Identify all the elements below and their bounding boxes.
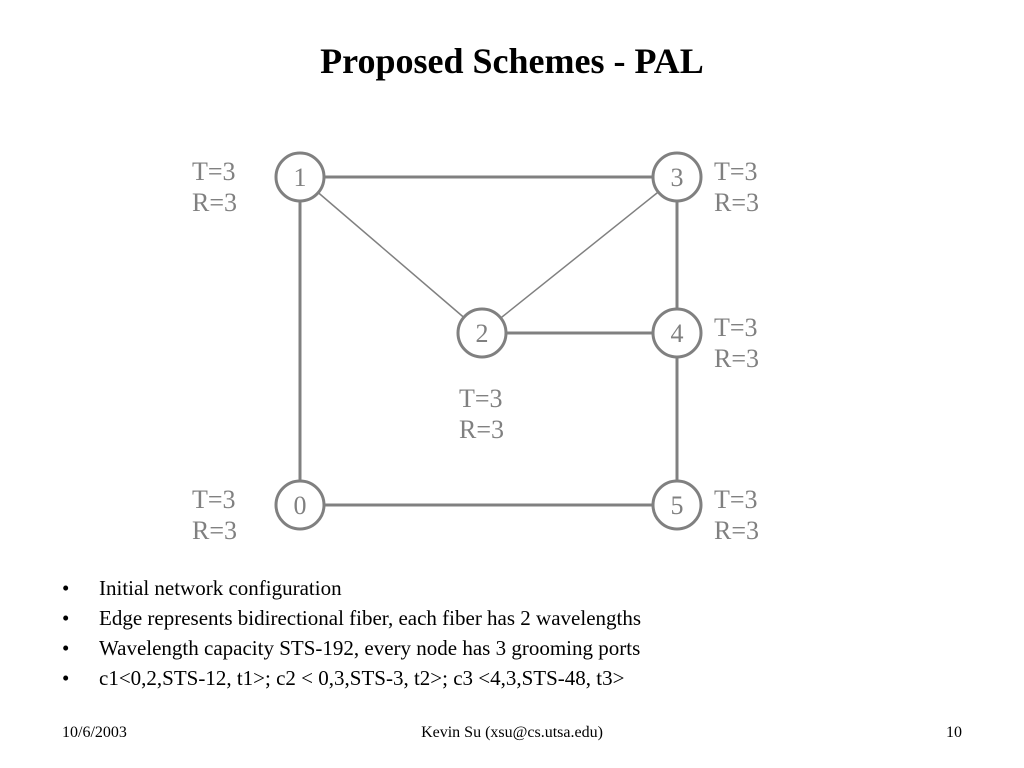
node-circle [651,151,703,203]
bullet-text: Initial network configuration [99,576,342,600]
node-receivers-label: R=3 [714,344,759,373]
bullet-text: Edge represents bidirectional fiber, eac… [99,606,642,630]
bullet-list: • Initial network configuration • Edge rep… [62,573,641,693]
bullet-text: Wavelength capacity STS-192, every node … [99,636,641,660]
node-label: 2 [476,319,489,348]
bullet-marker: • [62,666,70,690]
bullet-text: c1<0,2,STS-12, t1>; c2 < 0,3,STS-3, t2>;… [99,666,625,690]
bullet-marker: • [62,576,70,600]
node-label: 1 [294,163,307,192]
node-transmitters-label: T=3 [192,485,236,514]
node-receivers-label: R=3 [192,516,237,545]
node-receivers-label: R=3 [714,188,759,217]
node-transmitters-label: T=3 [714,313,758,342]
node-0: 0 [274,479,326,531]
node-receivers-label: R=3 [714,516,759,545]
node-circle [651,479,703,531]
footer-author: Kevin Su (xsu@cs.utsa.edu) [421,724,603,741]
footer-page-number: 10 [946,724,962,741]
node-2: 2 [456,307,508,359]
labels-layer: T=3R=3T=3R=3T=3R=3T=3R=3T=3R=3T=3R=3 [192,157,759,545]
node-3: 3 [651,151,703,203]
node-transmitters-label: T=3 [714,157,758,186]
node-label: 4 [671,319,684,348]
node-4: 4 [651,307,703,359]
edge-1-2 [317,192,465,318]
bullet-item: • Initial network configuration [62,573,641,603]
node-circle [274,479,326,531]
node-label: 3 [671,163,684,192]
node-transmitters-label: T=3 [192,157,236,186]
bullet-item: • Wavelength capacity STS-192, every node… [62,633,641,663]
node-1: 1 [274,151,326,203]
slide-title: Proposed Schemes - PAL [320,41,704,81]
bullet-marker: • [62,606,70,630]
footer-date: 10/6/2003 [62,724,127,741]
node-label: 0 [294,491,307,520]
node-circle [274,151,326,203]
bullet-item: • Edge represents bidirectional fiber, ea… [62,603,641,633]
node-5: 5 [651,479,703,531]
edges-layer [298,175,679,507]
node-circle [456,307,508,359]
node-receivers-label: R=3 [192,188,237,217]
node-receivers-label: R=3 [459,415,504,444]
bullet-marker: • [62,636,70,660]
node-transmitters-label: T=3 [459,384,503,413]
nodes-layer: 1 3 2 4 0 5 [274,151,703,531]
node-transmitters-label: T=3 [714,485,758,514]
edge-2-3 [500,191,659,319]
node-label: 5 [671,491,684,520]
node-circle [651,307,703,359]
bullet-item: • c1<0,2,STS-12, t1>; c2 < 0,3,STS-3, t2>… [62,663,641,693]
